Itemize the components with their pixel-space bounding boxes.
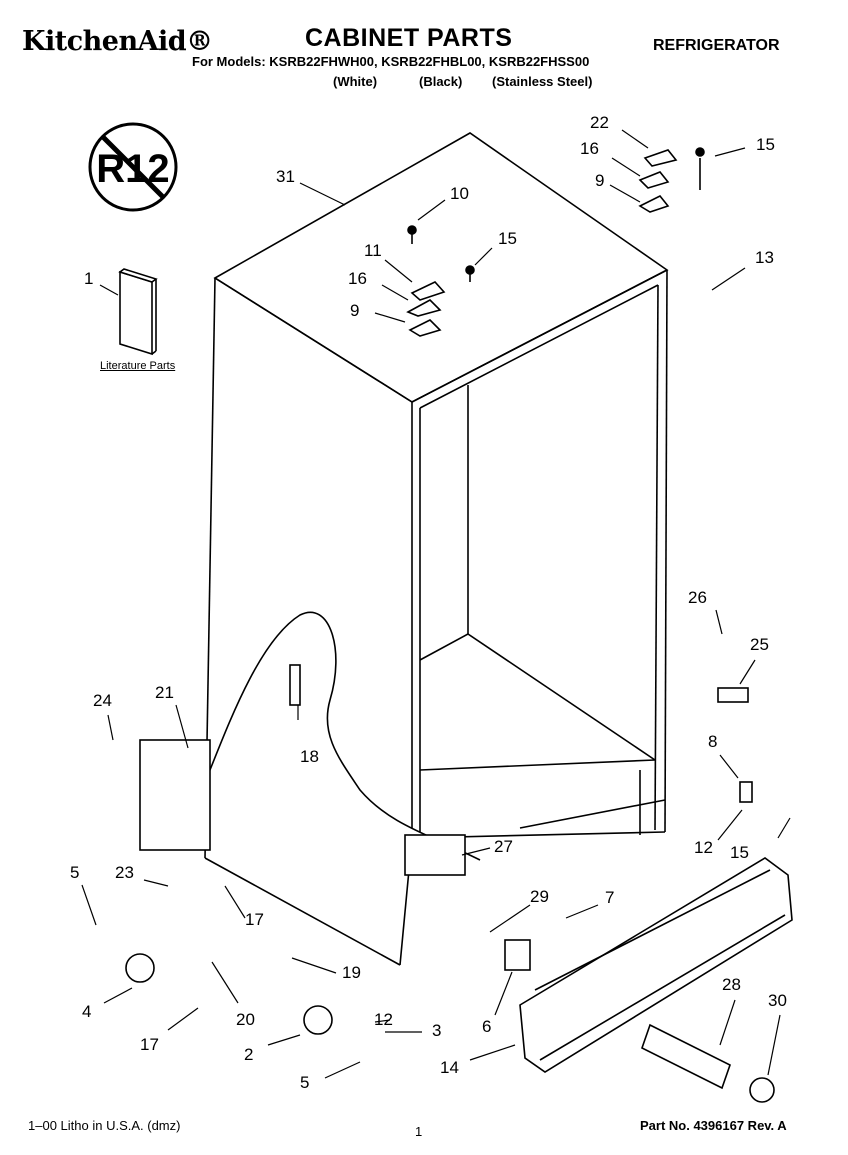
callout: 26: [688, 588, 707, 607]
callout: 14: [440, 1058, 459, 1077]
leader-lines: [81, 129, 791, 1079]
callout: 10: [450, 184, 469, 203]
top-hinge-right: [638, 147, 705, 213]
callout: 5: [70, 863, 79, 882]
callout: 30: [768, 991, 787, 1010]
callout: 31: [276, 167, 295, 186]
callout: 12: [694, 838, 713, 857]
part-2-roller: [303, 1005, 333, 1035]
variant-white: (White): [333, 74, 378, 89]
refrigerator-cabinet: [204, 132, 669, 966]
callout: 17: [140, 1035, 159, 1054]
callout: 15: [730, 843, 749, 862]
part-8-bracket: [739, 781, 753, 803]
appliance-category: REFRIGERATOR: [653, 37, 780, 54]
callout: 24: [93, 691, 112, 710]
variant-black: (Black): [419, 74, 463, 89]
callout: 11: [364, 241, 382, 260]
part-number: Part No. 4396167 Rev. A: [640, 1118, 787, 1133]
part-6-clip: [504, 939, 531, 971]
callout: 19: [342, 963, 361, 982]
callout: 13: [755, 248, 774, 267]
callout: 1: [84, 269, 93, 288]
callout: 16: [348, 269, 367, 288]
base-grille: [519, 857, 793, 1073]
callout: 3: [432, 1021, 441, 1040]
variant-stainless: (Stainless Steel): [492, 74, 593, 89]
callout: 6: [482, 1017, 491, 1036]
callout: 27: [494, 837, 513, 856]
callouts: 22 15 16 9 31 10 11 15 16 9 13 1 26 25 2…: [70, 113, 787, 1092]
part-25-bracket: [717, 687, 749, 703]
callout: 23: [115, 863, 134, 882]
top-hinge-left: [406, 225, 475, 337]
callout: 22: [590, 113, 609, 132]
callout: 15: [498, 229, 517, 248]
print-info: 1–00 Litho in U.S.A. (dmz): [28, 1118, 181, 1133]
callout: 9: [595, 171, 604, 190]
no-r12-badge: R12: [88, 122, 178, 212]
literature-parts-label: Literature Parts: [100, 360, 176, 372]
callout: 16: [580, 139, 599, 158]
callout: 2: [244, 1045, 253, 1064]
page-title: CABINET PARTS: [305, 24, 513, 52]
page-number: 1: [415, 1124, 423, 1139]
model-list: For Models: KSRB22FHWH00, KSRB22FHBL00, …: [192, 54, 590, 69]
part-27-duct: [404, 834, 466, 876]
cabinet-cutaway: [207, 611, 481, 861]
callout: 8: [708, 732, 717, 751]
part-28-filter: [641, 1023, 731, 1090]
callout: 20: [236, 1010, 255, 1029]
callout: 28: [722, 975, 741, 994]
part-18-spring: [289, 664, 301, 706]
callout: 9: [350, 301, 359, 320]
callout: 18: [300, 747, 319, 766]
literature-booklet: [118, 268, 158, 356]
brand-logo: KitchenAid®: [22, 26, 213, 57]
callout: 5: [300, 1073, 309, 1092]
callout: 12: [374, 1010, 393, 1029]
part-4-roller: [125, 953, 155, 983]
callout: 25: [750, 635, 769, 654]
callout: 17: [245, 910, 264, 929]
callout: 29: [530, 887, 549, 906]
callout: 21: [155, 683, 174, 702]
part-30-cap: [749, 1077, 775, 1103]
part-21-panel: [139, 739, 211, 851]
callout: 15: [756, 135, 775, 154]
callout: 4: [82, 1002, 91, 1021]
callout: 7: [605, 888, 614, 907]
